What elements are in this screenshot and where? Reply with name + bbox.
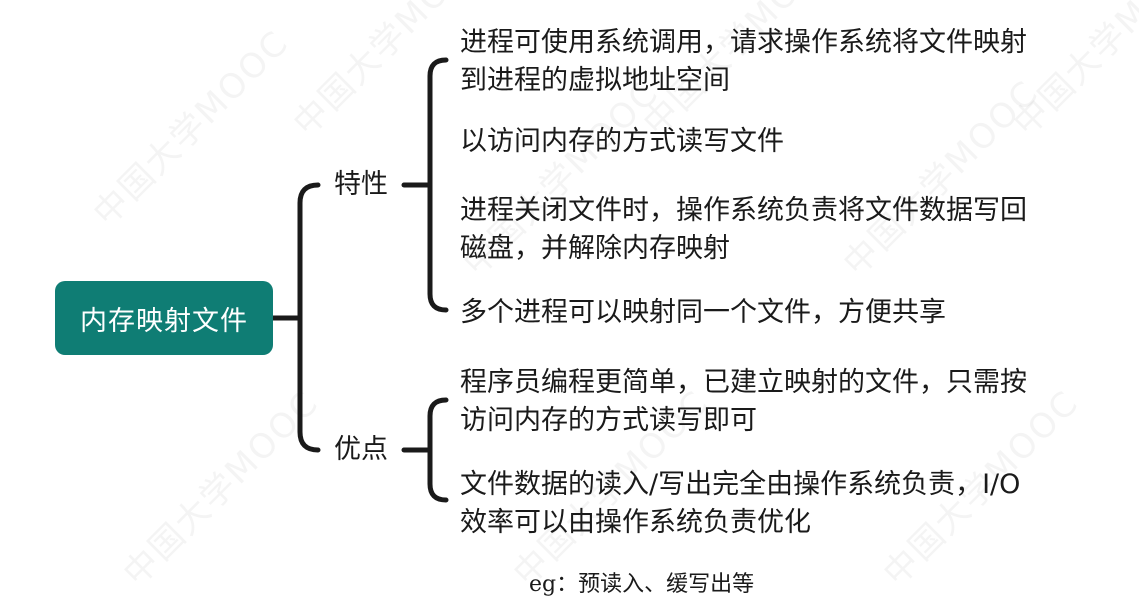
feature-item: 多个进程可以映射同一个文件，方便共享 [460,294,946,332]
bracket-branch-2 [427,397,449,503]
advantage-item-line: 效率可以由操作系统负责优化 [460,507,811,538]
feature-item-line: 多个进程可以映射同一个文件，方便共享 [460,297,946,328]
advantage-item: 文件数据的读入/写出完全由操作系统负责，I/O 效率可以由操作系统负责优化 [460,466,1020,542]
advantage-item: 程序员编程更简单，已建立映射的文件，只需按 访问内存的方式读写即可 [460,364,1027,440]
example-note: eg：预读入、缓写出等 [529,572,755,597]
advantage-item-line: 访问内存的方式读写即可 [460,405,757,436]
feature-item-line: 以访问内存的方式读写文件 [460,126,784,157]
advantage-item-line: 文件数据的读入/写出完全由操作系统负责，I/O [460,469,1021,500]
advantage-item-line: 程序员编程更简单，已建立映射的文件，只需按 [460,367,1027,398]
feature-item: 以访问内存的方式读写文件 [460,123,784,161]
branch-label-features: 特性 [334,169,388,200]
feature-item: 进程可使用系统调用，请求操作系统将文件映射 到进程的虚拟地址空间 [460,24,1027,100]
feature-item-line: 进程关闭文件时，操作系统负责将文件数据写回 [460,195,1027,226]
feature-item-line: 进程可使用系统调用，请求操作系统将文件映射 [460,27,1027,58]
bracket-branch-1 [427,57,449,313]
branch-label-advantages: 优点 [334,434,388,465]
root-node: 内存映射文件 [55,281,273,355]
feature-item-line: 到进程的虚拟地址空间 [460,65,730,96]
bracket-main [297,182,321,453]
feature-item: 进程关闭文件时，操作系统负责将文件数据写回 磁盘，并解除内存映射 [460,192,1027,268]
feature-item-line: 磁盘，并解除内存映射 [460,233,730,264]
